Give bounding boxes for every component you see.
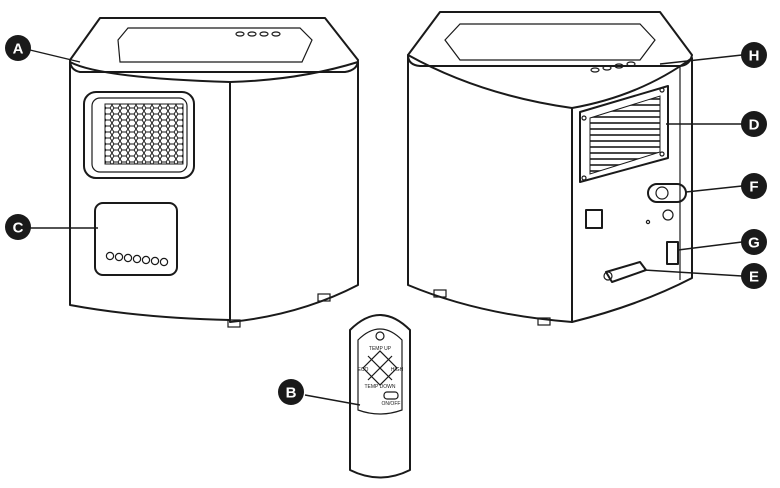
rear-indicator [645, 219, 651, 225]
heating-element-mesh [104, 103, 184, 165]
svg-text:E: E [749, 269, 759, 286]
callout-lines [29, 49, 743, 406]
remote-face [357, 328, 403, 415]
remote-right-label: HIGH [391, 367, 404, 373]
control-panel [94, 202, 178, 276]
control-panel-buttons[interactable] [105, 251, 169, 267]
remote-temp-up-label: TEMP UP [369, 346, 392, 352]
top-control-dots [235, 31, 281, 37]
svg-text:C: C [13, 220, 24, 237]
callout-badge-c: C [5, 214, 31, 240]
remote-body [349, 314, 411, 479]
rear-top-control-dots [590, 61, 636, 73]
rear-vent-slats [589, 95, 661, 175]
remote-timer-button[interactable] [383, 391, 399, 400]
front-top-panel [69, 17, 359, 73]
front-side-face [229, 61, 359, 323]
vent-screw [581, 175, 587, 181]
callout-badge-f: F [741, 173, 767, 199]
rear-side-face [407, 54, 573, 323]
callout-badge-g: G [741, 229, 767, 255]
remote-temp-down-label: TEMP DOWN [364, 384, 395, 390]
rear-top-inset [444, 23, 656, 61]
rear-vent-frame [579, 85, 669, 183]
rear-top-panel [407, 11, 693, 67]
power-cord-wrap [605, 261, 647, 283]
callout-badge-e: E [741, 263, 767, 289]
heating-window-outer [83, 91, 195, 179]
vent-screw [659, 151, 665, 157]
remote-dpad-divider [367, 355, 393, 381]
rear-reset-button[interactable] [662, 209, 674, 221]
rear-heater [407, 11, 693, 326]
remote-timer-label: ON/OFF [382, 401, 401, 407]
callout-badge-b: B [278, 379, 304, 405]
callout-badge-d: D [741, 111, 767, 137]
callout-badge-h: H [741, 42, 767, 68]
heating-window-inner [91, 97, 188, 173]
rear-back-face [571, 57, 693, 323]
remote-control: TEMP UP ECO HIGH TEMP DOWN ON/OFF [349, 314, 411, 479]
svg-text:B: B [286, 385, 297, 402]
svg-text:H: H [749, 48, 760, 65]
remote-power-button[interactable] [375, 331, 385, 341]
front-heater [69, 17, 359, 328]
callout-badge-a: A [5, 35, 31, 61]
svg-text:D: D [749, 117, 760, 134]
vent-screw [581, 115, 587, 121]
rear-handle-knob [655, 186, 669, 200]
side-plug-port [585, 209, 603, 229]
rear-foot-right [537, 317, 551, 326]
power-cord-end [603, 271, 613, 281]
front-foot-right [317, 293, 331, 302]
rear-handle [647, 183, 687, 203]
svg-text:A: A [13, 41, 24, 58]
vent-screw [659, 87, 665, 93]
front-foot-left [227, 319, 241, 328]
remote-left-label: ECO [358, 367, 369, 373]
front-top-inset [117, 27, 313, 63]
svg-text:G: G [748, 235, 760, 252]
svg-text:F: F [749, 179, 758, 196]
rear-foot-left [433, 289, 447, 298]
power-switch[interactable] [666, 241, 679, 265]
